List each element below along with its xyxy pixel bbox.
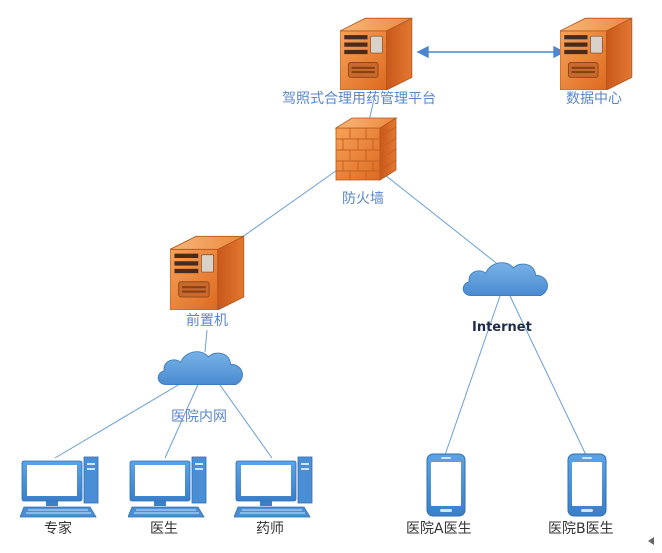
- data-center-label: 数据中心: [566, 91, 622, 107]
- platform-server-icon: [340, 17, 413, 90]
- expert-desktop-icon: [20, 456, 99, 518]
- data-center-server-icon: [560, 17, 633, 90]
- link-intranet-expert: [54, 377, 191, 459]
- scroll-arrow-icon[interactable]: [648, 537, 654, 545]
- firewall-icon: [334, 117, 398, 181]
- link-firewall-internet: [384, 174, 501, 267]
- expert-label: 专家: [44, 521, 72, 537]
- sync-arrow: [416, 45, 566, 59]
- connection-lines: [54, 94, 587, 459]
- doctor-label: 医生: [150, 521, 178, 537]
- hospital-b-doctor-label: 医院B医生: [548, 521, 614, 537]
- link-frontserver-intranet: [204, 329, 208, 353]
- link-internet-phone-a: [444, 295, 501, 456]
- doctor-desktop-icon: [128, 456, 207, 518]
- platform-label: 驾照式合理用药管理平台: [282, 91, 436, 107]
- hospital-a-doctor-label: 医院A医生: [406, 521, 472, 537]
- front-server-label: 前置机: [186, 313, 228, 329]
- hospital-a-phone-icon: [426, 453, 466, 517]
- internet-cloud-icon: [462, 262, 549, 296]
- firewall-label: 防火墙: [342, 191, 384, 207]
- intranet-cloud-icon: [157, 351, 244, 385]
- hospital-b-phone-icon: [567, 453, 607, 517]
- intranet-label: 医院内网: [171, 409, 227, 425]
- pharmacist-desktop-icon: [234, 456, 313, 518]
- link-internet-phone-b: [509, 295, 587, 456]
- pharmacist-label: 药师: [256, 521, 284, 537]
- front-server-icon: [170, 235, 245, 310]
- link-intranet-doctor: [164, 379, 201, 459]
- link-intranet-pharmacist: [214, 377, 273, 459]
- link-firewall-frontserver: [237, 167, 341, 241]
- internet-label: Internet: [472, 320, 532, 335]
